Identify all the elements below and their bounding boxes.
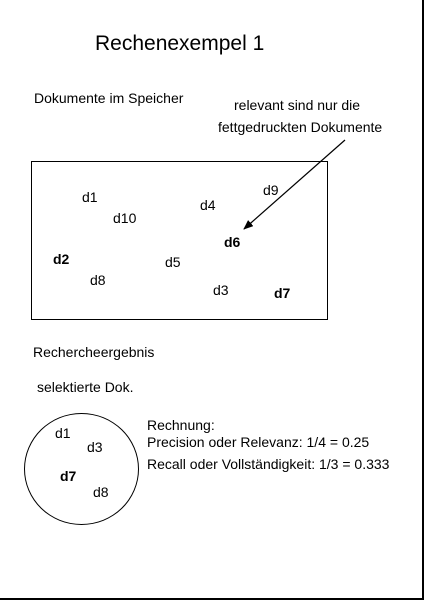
memory-doc-d6: d6 xyxy=(224,234,241,250)
memory-doc-d9: d9 xyxy=(263,182,279,198)
memory-box xyxy=(31,161,328,320)
memory-label: Dokumente im Speicher xyxy=(34,90,184,106)
slide-title: Rechenexempel 1 xyxy=(95,32,265,55)
memory-doc-d8: d8 xyxy=(90,272,106,288)
calculation-precision: Precision oder Relevanz: 1/4 = 0.25 xyxy=(147,434,370,450)
memory-doc-d10: d10 xyxy=(113,210,137,226)
memory-doc-d7: d7 xyxy=(274,285,291,301)
memory-doc-d3: d3 xyxy=(213,282,229,298)
memory-doc-d4: d4 xyxy=(200,197,216,213)
memory-doc-d1: d1 xyxy=(82,189,98,205)
annotation-line-2: fettgedruckten Dokumente xyxy=(218,119,383,135)
memory-doc-d5: d5 xyxy=(165,254,181,270)
calculation-heading: Rechnung: xyxy=(147,417,215,433)
memory-doc-d2: d2 xyxy=(53,251,70,267)
calculation-recall: Recall oder Vollständigkeit: 1/3 = 0.333 xyxy=(147,456,390,472)
result-doc-d1: d1 xyxy=(55,425,71,441)
result-doc-d3: d3 xyxy=(87,439,103,455)
result-label: Rechercheergebnis xyxy=(33,344,155,360)
selected-label: selektierte Dok. xyxy=(37,379,134,395)
result-doc-d7: d7 xyxy=(60,468,77,484)
result-doc-d8: d8 xyxy=(93,484,109,500)
result-circle xyxy=(24,413,139,525)
annotation-line-1: relevant sind nur die xyxy=(234,97,361,113)
